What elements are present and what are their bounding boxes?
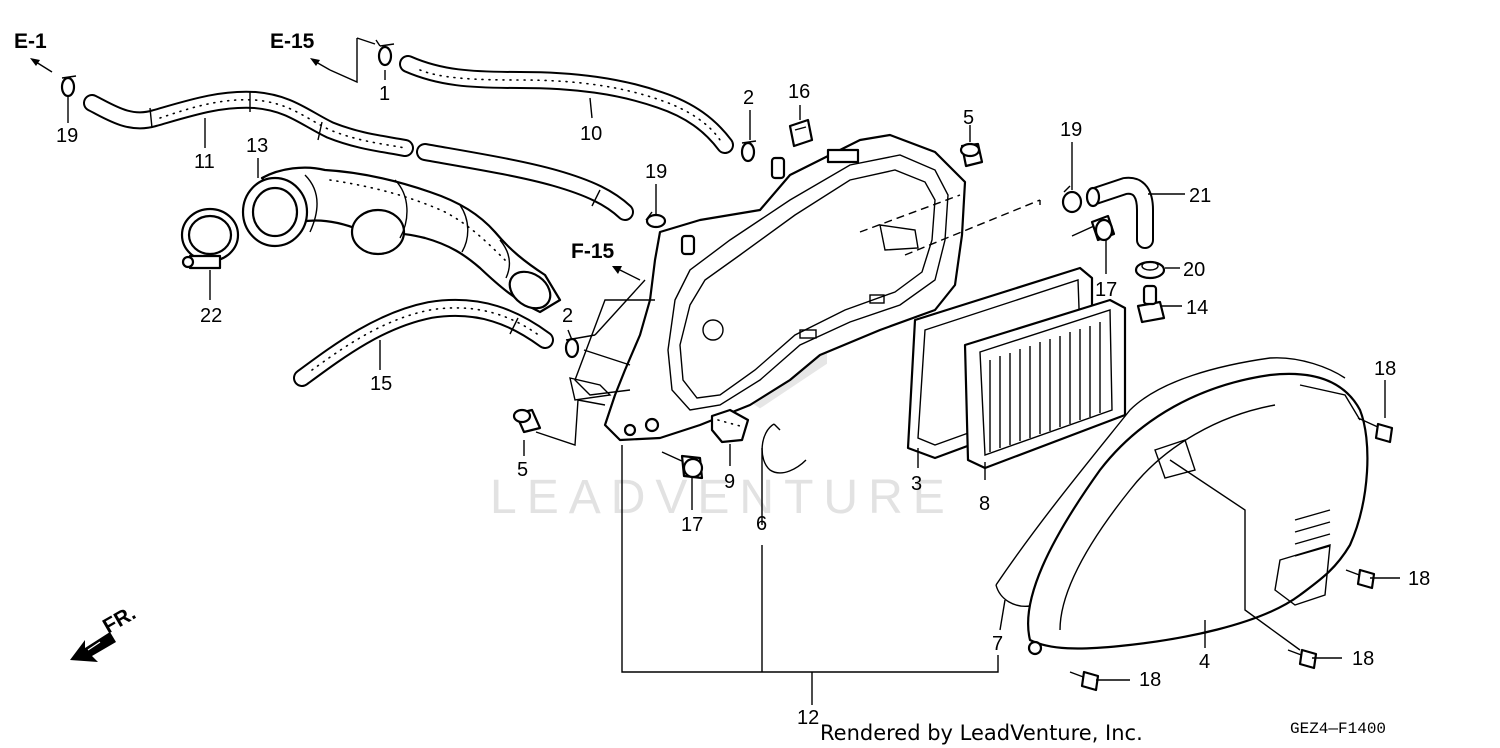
- callout-15[interactable]: 15: [370, 373, 392, 395]
- grommet-5-top[interactable]: [959, 142, 984, 168]
- front-direction-label: FR.: [99, 601, 140, 638]
- callout-18-bottom[interactable]: 18: [1139, 669, 1161, 691]
- breather-tube-11[interactable]: [83, 90, 414, 157]
- breather-tube-middle[interactable]: [416, 143, 634, 221]
- ref-label-e1[interactable]: E-1: [14, 30, 47, 53]
- callout-1[interactable]: 1: [379, 83, 390, 105]
- callout-16[interactable]: 16: [788, 81, 810, 103]
- cover-seal-7[interactable]: [995, 357, 1346, 607]
- callout-19-middle[interactable]: 19: [645, 161, 667, 183]
- clip-nut-16[interactable]: [788, 118, 814, 148]
- air-cleaner-case-12[interactable]: [569, 133, 1041, 442]
- callout-12[interactable]: 12: [797, 707, 819, 729]
- callout-19-left[interactable]: 19: [56, 125, 78, 147]
- screw-18-mid[interactable]: [1345, 568, 1376, 590]
- reference-arrows: [30, 58, 641, 281]
- connecting-tube-13[interactable]: [241, 166, 562, 316]
- bolt-17-bottom[interactable]: [661, 451, 704, 480]
- callout-17-bottom[interactable]: 17: [681, 514, 703, 536]
- air-filter-element-8[interactable]: [963, 298, 1127, 470]
- callout-4[interactable]: 4: [1199, 651, 1210, 673]
- leader-lines: [67, 37, 1400, 705]
- grommet-5-bottom[interactable]: [512, 408, 542, 434]
- callout-2-lower[interactable]: 2: [562, 305, 573, 327]
- drain-tube-15[interactable]: [293, 298, 554, 387]
- callout-22[interactable]: 22: [200, 305, 222, 327]
- ref-label-f15[interactable]: F-15: [571, 240, 615, 263]
- hose-clip-2-top[interactable]: [740, 140, 757, 163]
- clamp-20[interactable]: [1134, 260, 1166, 280]
- footer-credit: Rendered by LeadVenture, Inc.: [820, 721, 1143, 745]
- hose-clip-19-right[interactable]: [1061, 185, 1083, 214]
- screw-18-bottom[interactable]: [1069, 670, 1100, 692]
- bolt-17-right[interactable]: [1071, 214, 1116, 242]
- hose-clip-1[interactable]: [375, 39, 395, 67]
- hose-clip-19-middle[interactable]: [645, 211, 667, 229]
- callout-18-low[interactable]: 18: [1352, 648, 1374, 670]
- callout-14[interactable]: 14: [1186, 297, 1208, 319]
- callout-11[interactable]: 11: [194, 151, 215, 173]
- callout-10[interactable]: 10: [580, 123, 602, 145]
- callout-20[interactable]: 20: [1183, 259, 1205, 281]
- watermark-text: LEADVENTURE: [490, 471, 955, 524]
- front-direction-arrow: FR.: [70, 601, 140, 662]
- callout-19-right[interactable]: 19: [1060, 119, 1082, 141]
- elbow-tube-21[interactable]: [1085, 176, 1154, 249]
- callout-8[interactable]: 8: [979, 493, 990, 515]
- callout-17-right[interactable]: 17: [1095, 279, 1117, 301]
- callout-2-top[interactable]: 2: [743, 87, 754, 109]
- callout-5-bottom[interactable]: 5: [517, 459, 528, 481]
- callout-6[interactable]: 6: [756, 513, 767, 535]
- ref-label-e15[interactable]: E-15: [270, 30, 315, 53]
- spring-clip-6[interactable]: [761, 423, 807, 474]
- callout-9[interactable]: 9: [724, 471, 735, 493]
- screw-18-low[interactable]: [1287, 648, 1318, 670]
- drain-plug-14[interactable]: [1136, 284, 1166, 324]
- hose-clip-19-left[interactable]: [60, 75, 77, 98]
- drawing-code: GEZ4—F1400: [1290, 720, 1386, 738]
- hose-clip-2-lower[interactable]: [564, 337, 580, 359]
- callout-18-mid[interactable]: 18: [1408, 568, 1430, 590]
- foam-plug-9[interactable]: [710, 408, 750, 444]
- breather-tube-10[interactable]: [399, 55, 734, 154]
- air-cleaner-cover-4[interactable]: [1027, 372, 1369, 656]
- callout-5-top[interactable]: 5: [963, 107, 974, 129]
- screw-18-top[interactable]: [1357, 417, 1394, 444]
- callout-7[interactable]: 7: [992, 633, 1003, 655]
- callout-21[interactable]: 21: [1189, 185, 1211, 207]
- callout-13[interactable]: 13: [246, 135, 268, 157]
- callout-18-top[interactable]: 18: [1374, 358, 1396, 380]
- tube-band-22[interactable]: [180, 207, 240, 270]
- callout-3[interactable]: 3: [911, 473, 922, 495]
